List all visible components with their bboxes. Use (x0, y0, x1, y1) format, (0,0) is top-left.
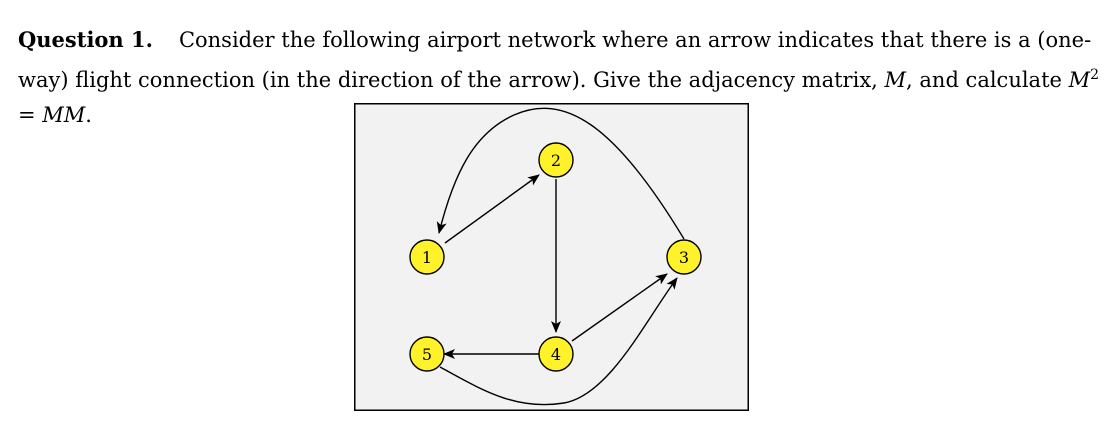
node-3: 3 (666, 239, 702, 275)
math-mm: MM (42, 103, 86, 127)
question-period: . (85, 103, 92, 127)
edge-1-to-2 (444, 174, 540, 244)
airport-network-figure: 1 2 3 4 5 (354, 103, 749, 411)
node-1: 1 (409, 239, 445, 275)
node-5-label: 5 (422, 345, 432, 364)
edge-5-to-3 (439, 277, 678, 406)
network-diagram: 1 2 3 4 5 (354, 103, 749, 411)
math-m: M (1068, 68, 1091, 92)
question-paragraph: Question 1.Consider the following airpor… (18, 22, 1108, 133)
math-equals: = (18, 103, 43, 127)
node-4: 4 (538, 336, 574, 372)
question-label: Question 1. (18, 27, 153, 52)
node-3-label: 3 (679, 248, 689, 267)
node-4-label: 4 (551, 345, 561, 364)
node-1-label: 1 (422, 248, 432, 267)
question-text-part2: , and calculate (906, 68, 1062, 92)
edge-3-to-1 (436, 107, 685, 240)
node-5: 5 (409, 336, 445, 372)
question-text-part1: Consider the following airport network w… (18, 28, 1092, 92)
edge-4-to-3 (571, 273, 668, 342)
math-exponent: 2 (1090, 67, 1100, 83)
node-2-label: 2 (551, 151, 561, 170)
matrix-variable: M (884, 68, 907, 92)
math-m-squared: M2 (1068, 67, 1100, 92)
node-2: 2 (538, 142, 574, 178)
